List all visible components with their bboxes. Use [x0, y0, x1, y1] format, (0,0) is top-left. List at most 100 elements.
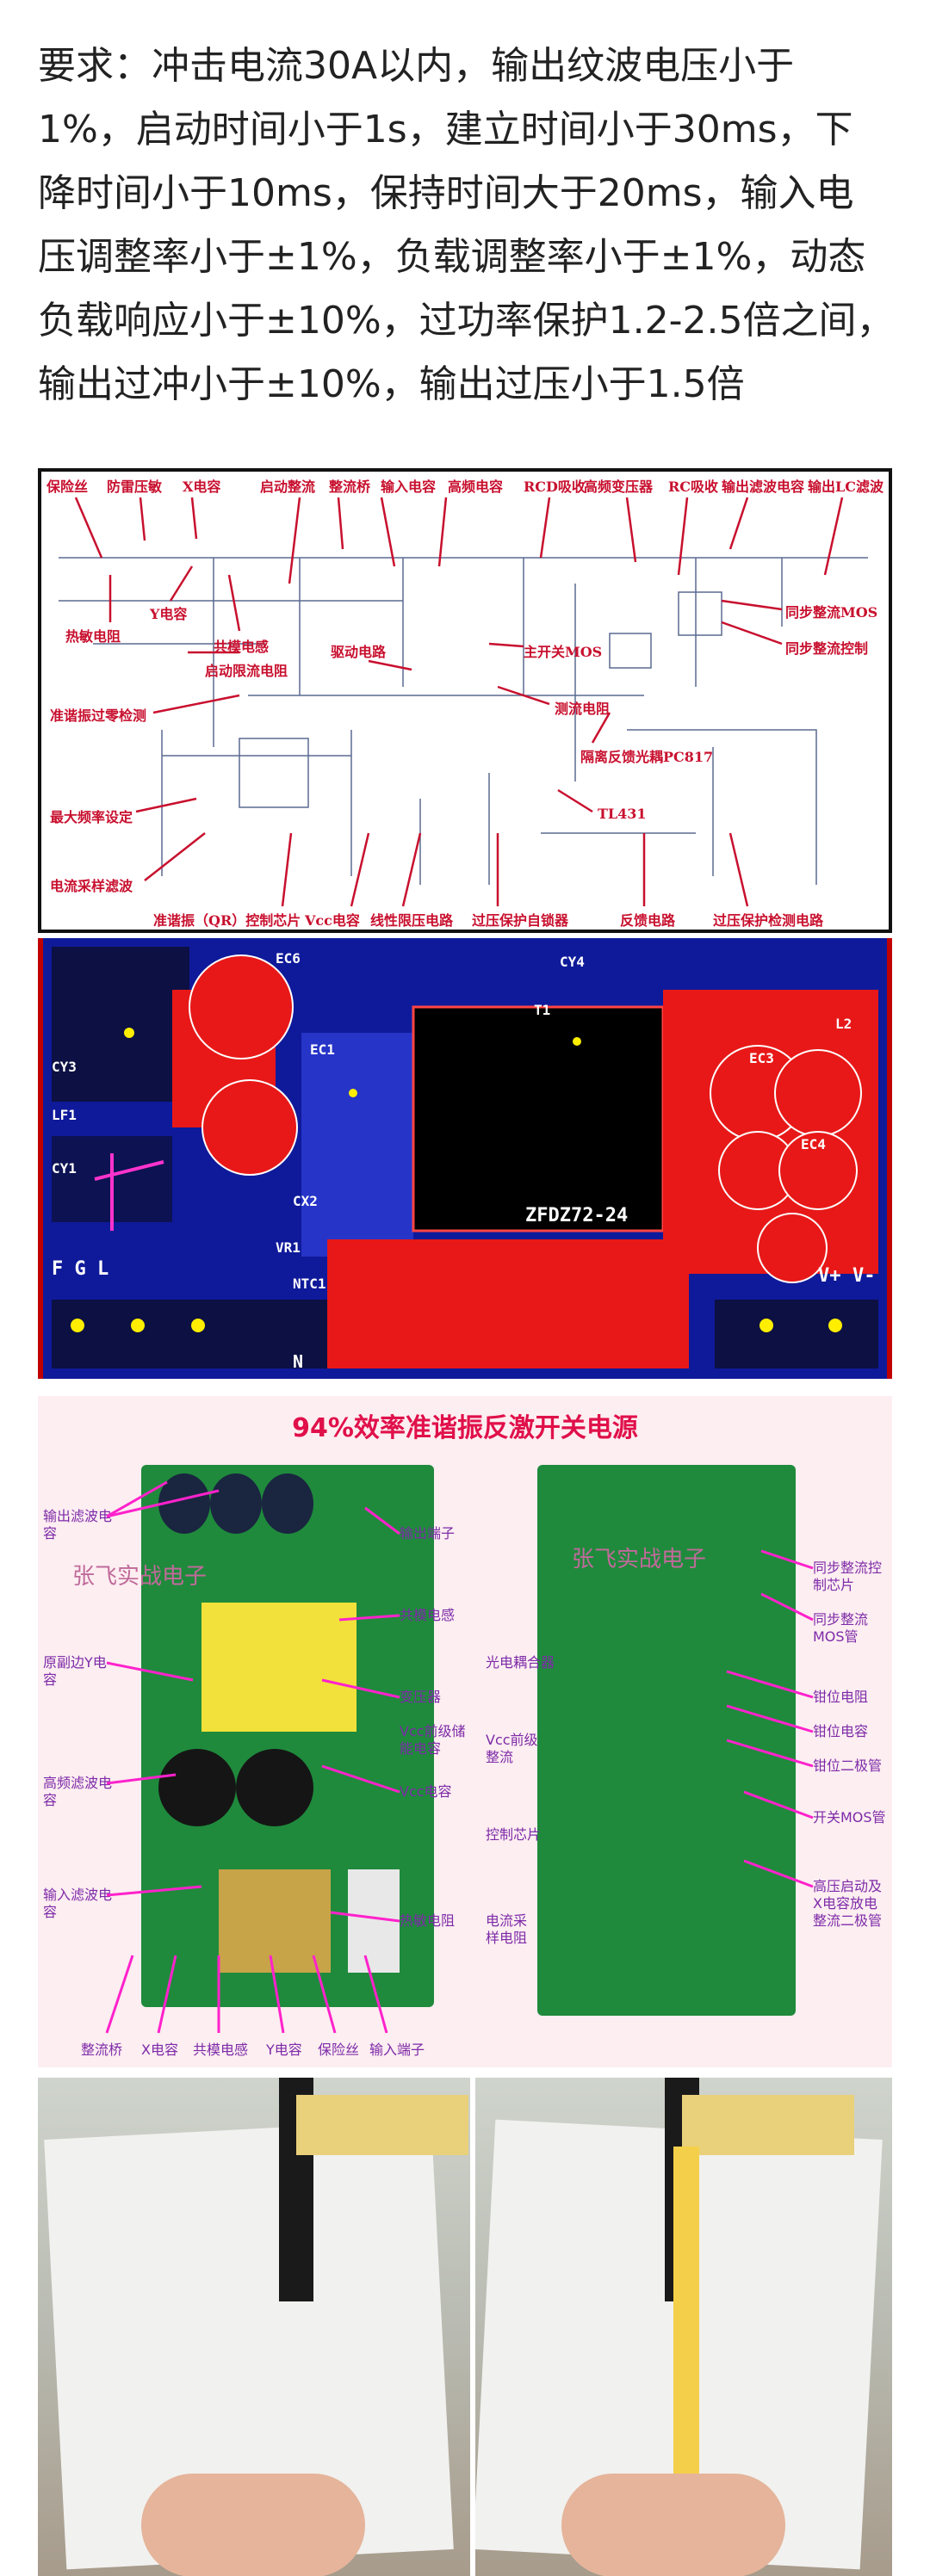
callout-label: 同步整流控制 — [785, 640, 869, 657]
capacitor — [158, 1749, 236, 1826]
component-label: 保险丝 — [318, 2042, 360, 2058]
callout-label: 最大频率设定 — [50, 809, 133, 825]
pcb-silkscreen: EC3 — [749, 1050, 774, 1066]
component-label: Y电容 — [266, 2042, 302, 2058]
watermark: 张飞实战电子 — [72, 1564, 208, 1590]
component-label: 同步整流MOS管 — [813, 1611, 869, 1645]
requirement-line: 输出过冲小于±10%，输出过压小于1.5倍 — [38, 362, 745, 406]
component-label: 高压启动及X电容放电整流二极管 — [813, 1878, 883, 1929]
requirement-line: 降时间小于10ms，保持时间大于20ms，输入电 — [38, 171, 854, 215]
callout-label: 准谐振（QR）控制芯片 — [153, 912, 301, 929]
component-label: 钳位电阻 — [813, 1689, 869, 1705]
pcb-board-name: ZFDZ72-24 — [525, 1205, 629, 1226]
callout-label: 防雷压敏 — [107, 479, 163, 495]
board-photo-title: 94%效率准谐振反激开关电源 — [292, 1413, 638, 1443]
board-top-side — [141, 1465, 434, 2007]
requirement-line: 1%，启动时间小于1s，建立时间小于30ms，下 — [38, 108, 853, 151]
pcb-silkscreen: CY3 — [52, 1059, 77, 1075]
component-label: 原副边Y电容 — [43, 1654, 107, 1688]
callout-label: 测流电阻 — [555, 701, 611, 717]
callout-label: 输出LC滤波 — [808, 479, 884, 495]
pcb-silkscreen: CX2 — [293, 1193, 318, 1209]
component-label: 共模电感 — [400, 1607, 456, 1623]
winding-photo-left — [38, 2078, 470, 2576]
component-label: 钳位二极管 — [813, 1757, 883, 1774]
callout-label: RC吸收 — [668, 479, 719, 495]
pcb-silkscreen: V- — [852, 1265, 876, 1287]
pcb-silkscreen: CY4 — [560, 954, 585, 970]
component-label: 输出端子 — [400, 1525, 456, 1541]
board-bottom-side — [537, 1465, 796, 2016]
board-photo: 94%效率准谐振反激开关电源 张飞实战电子 张飞实战电子 输出滤波电容 原副边Y… — [38, 1396, 892, 2067]
capacitor — [236, 1749, 313, 1826]
component-label: 控制芯片 — [486, 1826, 542, 1843]
pcb-silkscreen: EC6 — [276, 950, 301, 967]
component-label: 高频滤波电容 — [43, 1775, 113, 1808]
callout-label: 反馈电路 — [620, 912, 676, 929]
callout-label: 过压保护检测电路 — [713, 912, 824, 929]
component-label: 热敏电阻 — [400, 1912, 456, 1929]
pcb-silkscreen: EC4 — [801, 1136, 826, 1152]
callout-label: 准谐振过零检测 — [50, 707, 147, 724]
component-label: 输入滤波电容 — [43, 1887, 113, 1920]
component-label: 输出滤波电容 — [43, 1508, 113, 1541]
hand — [561, 2474, 785, 2576]
callout-label: 过压保护自锁器 — [472, 912, 569, 929]
pcb-silkscreen: N — [293, 1351, 304, 1372]
callout-label: 高频变压器 — [584, 479, 654, 495]
pcb-silkscreen: NTC1 — [293, 1276, 326, 1292]
watermark: 张飞实战电子 — [572, 1547, 707, 1572]
callout-label: Vcc电容 — [305, 912, 360, 929]
component-label: 输入端子 — [369, 2042, 425, 2058]
callout-label: 电流采样滤波 — [50, 878, 133, 894]
annotation-arrows — [105, 1480, 814, 2034]
component-label: 开关MOS管 — [813, 1809, 886, 1825]
transformer — [202, 1603, 356, 1732]
x-capacitor — [219, 1869, 331, 1973]
pcb-silkscreen: F G L — [52, 1258, 109, 1280]
pcb-layout-image: ZFDZ72-24 EC6 CY4 CY3 LF1 CY1 CX2 VR1 NT… — [38, 938, 892, 1379]
pcb-traces — [43, 938, 887, 1379]
requirements-text: 要求：冲击电流30A以内，输出纹波电压小于 1%，启动时间小于1s，建立时间小于… — [38, 34, 899, 417]
capacitor — [210, 1473, 262, 1534]
component-label: 整流桥 — [81, 2042, 123, 2058]
callout-label: 输入电容 — [381, 479, 437, 495]
component-label: X电容 — [141, 2042, 178, 2058]
component-label: Vcc前级储能电容 — [400, 1723, 466, 1757]
callout-label: 启动限流电阻 — [205, 663, 288, 679]
pcb-silkscreen: LF1 — [52, 1107, 77, 1123]
callout-label: RCD吸收 — [524, 479, 586, 495]
callout-label: 主开关MOS — [524, 644, 603, 660]
pcb-silkscreen: EC1 — [310, 1041, 335, 1058]
component-label: Vcc前级整流 — [486, 1732, 538, 1765]
component-label: 电流采样电阻 — [486, 1912, 528, 1946]
component-label: 光电耦合器 — [486, 1654, 555, 1671]
requirement-line: 负载响应小于±10%，过功率保护1.2-2.5倍之间， — [38, 299, 895, 343]
callout-label: Y电容 — [150, 606, 188, 622]
callout-label: 输出滤波电容 — [722, 479, 805, 495]
callout-label: TL431 — [598, 806, 647, 822]
bobbin — [682, 2095, 854, 2155]
component-label: 同步整流控制芯片 — [813, 1560, 883, 1593]
winding-photo-right — [475, 2078, 892, 2576]
schematic-image: 保险丝 防雷压敏 X电容 启动整流 整流桥 输入电容 高频电容 RCD吸收 高频… — [38, 468, 892, 933]
callout-label: X电容 — [183, 479, 221, 495]
requirement-line: 压调整率小于±1%，负载调整率小于±1%，动态 — [38, 235, 866, 279]
callout-label: 热敏电阻 — [65, 628, 121, 645]
callout-label: 共模电感 — [214, 639, 270, 655]
hand — [141, 2474, 365, 2576]
requirement-line: 要求：冲击电流30A以内，输出纹波电压小于 — [38, 44, 795, 88]
schematic-wires — [59, 497, 868, 907]
component-label: 钳位电容 — [813, 1723, 869, 1739]
component-label: 变压器 — [400, 1689, 442, 1705]
callout-label: 整流桥 — [329, 479, 371, 495]
component-label: 共模电感 — [193, 2042, 249, 2058]
pcb-silkscreen: V+ — [818, 1265, 841, 1287]
bobbin — [296, 2095, 468, 2155]
component-label: Vcc电容 — [400, 1783, 452, 1800]
pcb-silkscreen: L2 — [835, 1016, 852, 1032]
callout-label: 隔离反馈光耦PC817 — [580, 749, 714, 765]
callout-label: 线性限压电路 — [370, 912, 454, 929]
callout-label: 高频电容 — [448, 479, 504, 495]
